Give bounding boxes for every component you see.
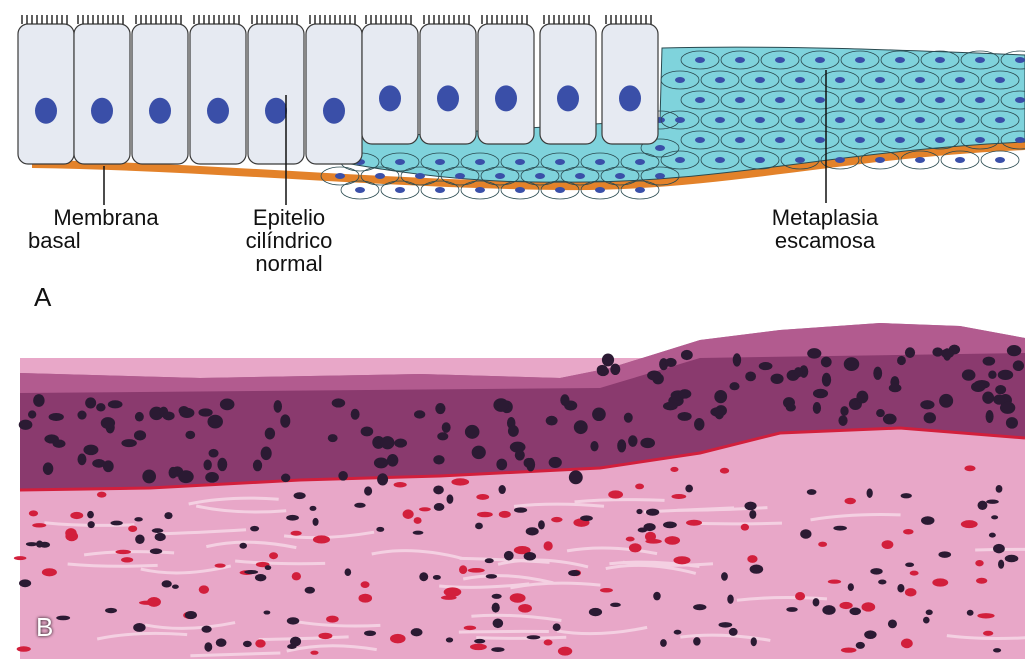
epitelio-label-line1: Epitelio [214,206,364,229]
metaplasia-label-line1: Metaplasia [730,206,920,229]
columnar-cell [74,15,130,164]
columnar-cell [306,15,362,164]
squamous-cell [981,151,1019,169]
columnar-cell [478,15,534,144]
columnar-cell [602,15,658,144]
columnar-cell [248,15,304,164]
squamous-cell [341,181,379,199]
columnar-cell [18,15,74,164]
metaplasia-label: Metaplasia escamosa [730,206,920,252]
membrana-label-line1: Membrana [18,206,194,229]
columnar-cell [420,15,476,144]
panel-a-letter: A [34,282,51,313]
panel-b-letter: B [36,612,53,643]
membrana-basal-label: Membrana basal [18,206,194,252]
columnar-cells [18,15,658,164]
columnar-cell [362,15,418,144]
membrana-label-line2: basal [18,229,194,252]
epitelio-label: Epitelio cilíndrico normal [214,206,364,275]
epitelio-label-line2: cilíndrico [214,229,364,252]
columnar-cell [540,15,596,144]
columnar-cell [190,15,246,164]
epitelio-label-line3: normal [214,252,364,275]
panel-b-micrograph [0,318,1025,659]
columnar-cell [132,15,188,164]
metaplasia-label-line2: escamosa [730,229,920,252]
panel-a-diagram [0,0,1025,318]
